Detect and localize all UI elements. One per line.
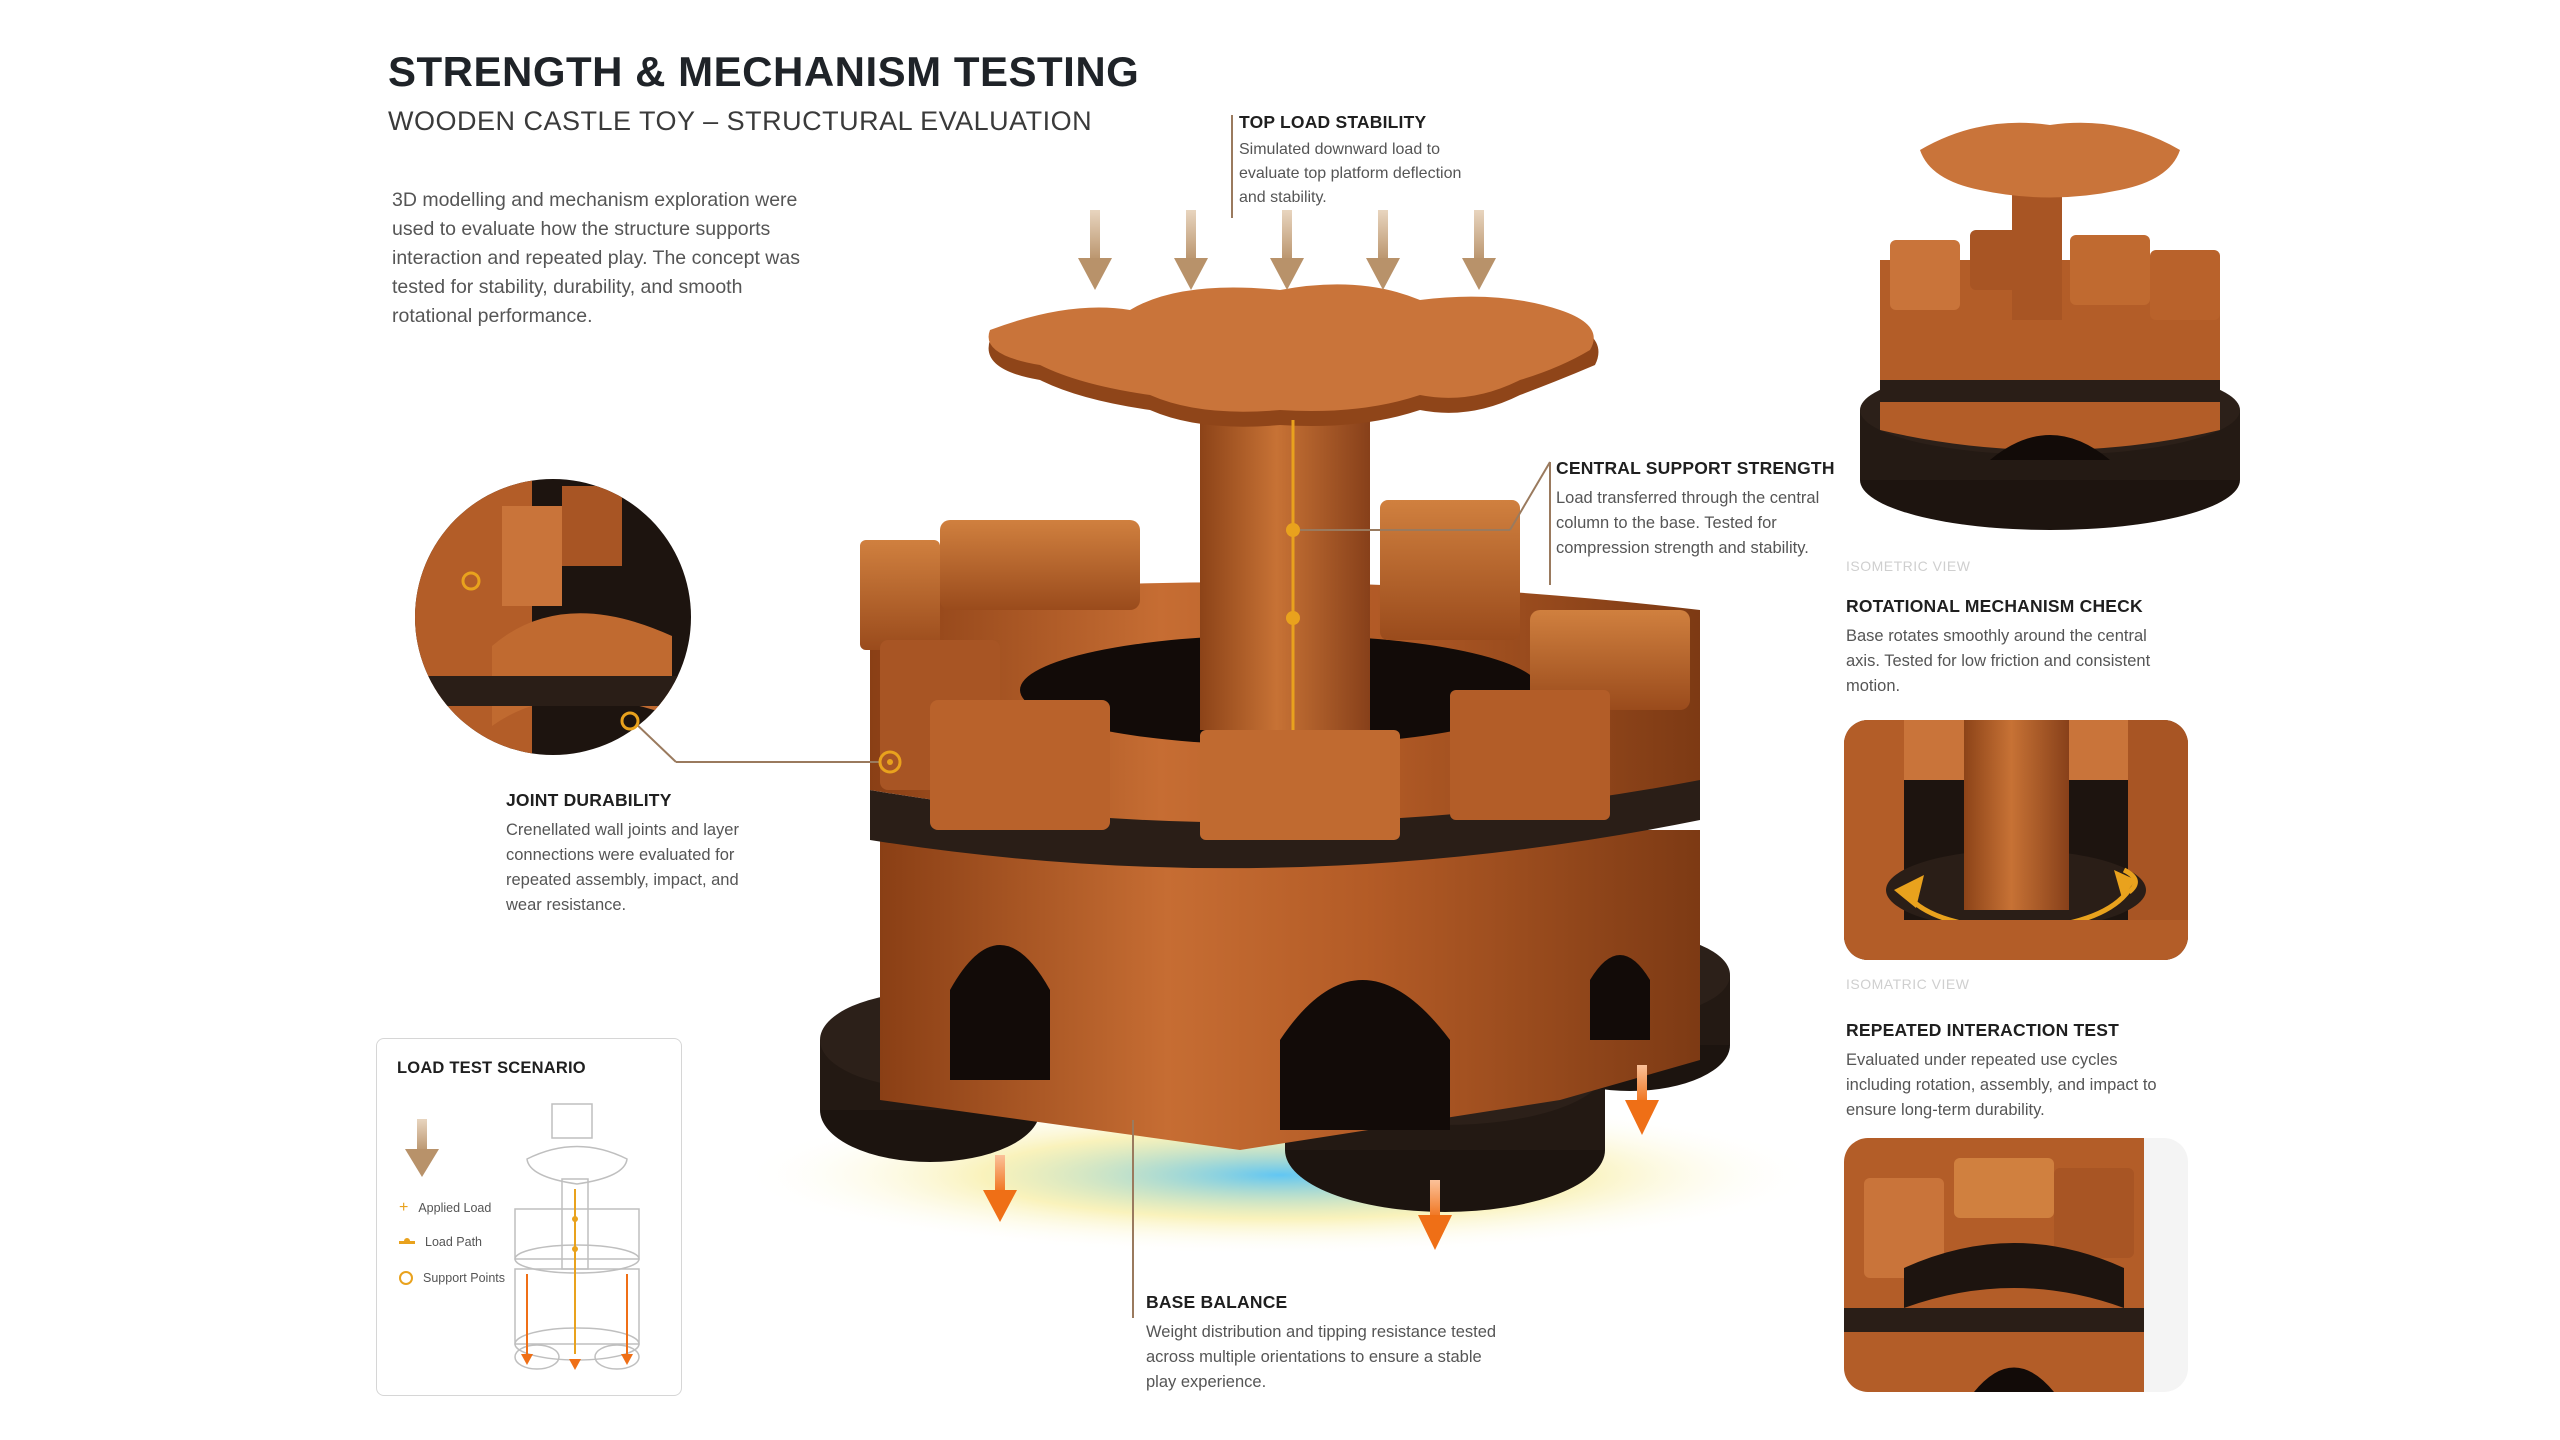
plus-icon: + xyxy=(399,1199,409,1216)
castle-upper-drum xyxy=(860,500,1700,840)
rotational-detail-card xyxy=(1844,720,2188,960)
callout-rotational: ROTATIONAL MECHANISM CHECK Base rotates … xyxy=(1846,596,2166,699)
panel-title: LOAD TEST SCENARIO xyxy=(397,1059,586,1077)
support-point-icon xyxy=(399,1271,413,1285)
callout-title: BASE BALANCE xyxy=(1146,1292,1288,1312)
callout-title: ROTATIONAL MECHANISM CHECK xyxy=(1846,596,2143,616)
callout-top-load: TOP LOAD STABILITY Simulated downward lo… xyxy=(1239,112,1479,210)
load-test-panel: LOAD TEST SCENARIO + Applied Load Load P… xyxy=(376,1038,682,1396)
isometric-view-image xyxy=(1860,122,2240,530)
joint-detail-zoom xyxy=(415,479,691,755)
load-path-point xyxy=(1286,611,1300,625)
callout-title: TOP LOAD STABILITY xyxy=(1239,112,1427,132)
load-path-point xyxy=(1286,523,1300,537)
top-load-arrows xyxy=(1078,210,1496,290)
repeated-detail-image xyxy=(1844,1138,2144,1392)
callout-body: Simulated downward load to evaluate top … xyxy=(1239,141,1462,206)
applied-load-arrow-icon xyxy=(405,1119,439,1177)
callout-title: JOINT DURABILITY xyxy=(506,790,672,810)
legend-support-points: Support Points xyxy=(399,1271,505,1285)
callout-body: Weight distribution and tipping resistan… xyxy=(1146,1323,1497,1391)
intro-text: 3D modelling and mechanism exploration w… xyxy=(392,189,800,327)
central-column xyxy=(1200,400,1370,730)
callout-joint-durability: JOINT DURABILITY Crenellated wall joints… xyxy=(506,790,746,918)
legend-load-path: Load Path xyxy=(399,1235,482,1249)
callout-body: Load transferred through the central col… xyxy=(1556,489,1820,557)
callout-title: CENTRAL SUPPORT STRENGTH xyxy=(1556,458,1835,478)
joint-marker xyxy=(878,750,902,774)
view-label: ISOMETRIC VIEW xyxy=(1846,558,1971,574)
base-reaction-arrows xyxy=(983,1065,1659,1250)
castle-lower-body xyxy=(870,770,1700,1150)
callout-body: Evaluated under repeated use cycles incl… xyxy=(1846,1051,2157,1119)
legend-applied-load: + Applied Load xyxy=(399,1199,492,1216)
top-platform xyxy=(988,284,1599,427)
repeated-detail-card xyxy=(1844,1138,2188,1392)
callout-title: REPEATED INTERACTION TEST xyxy=(1846,1020,2120,1040)
view-label: ISOMATRIC VIEW xyxy=(1846,976,1970,992)
load-path-icon xyxy=(399,1237,415,1244)
callout-base-balance: BASE BALANCE Weight distribution and tip… xyxy=(1146,1292,1506,1395)
rotation-detail-image xyxy=(1844,720,2188,960)
callout-repeated-interaction: REPEATED INTERACTION TEST Evaluated unde… xyxy=(1846,1020,2166,1123)
callout-body: Crenellated wall joints and layer connec… xyxy=(506,821,739,914)
wireframe-castle xyxy=(514,1103,640,1370)
callout-central-support: CENTRAL SUPPORT STRENGTH Load transferre… xyxy=(1556,458,1846,561)
callout-body: Base rotates smoothly around the central… xyxy=(1846,627,2151,695)
page-subtitle: WOODEN CASTLE TOY – STRUCTURAL EVALUATIO… xyxy=(388,106,1093,136)
page-title: STRENGTH & MECHANISM TESTING xyxy=(388,48,1140,95)
